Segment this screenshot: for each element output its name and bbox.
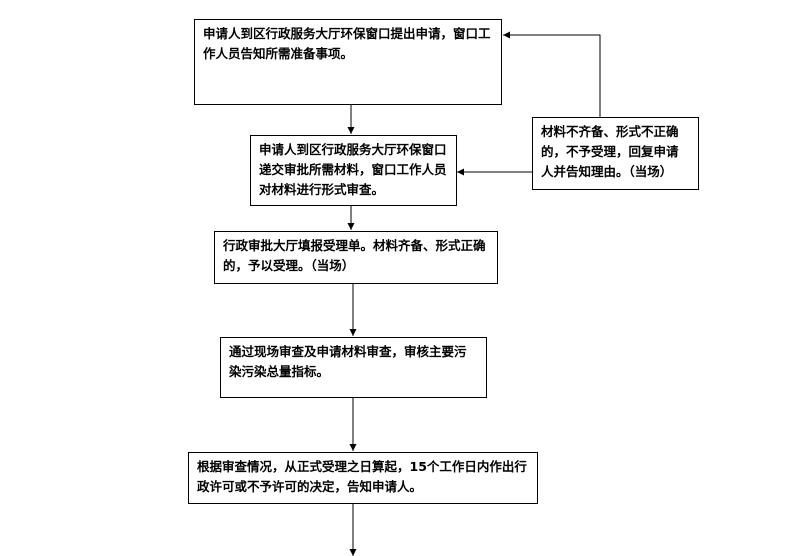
arrow-note-back-to-step1 — [503, 31, 601, 117]
flow-step-review: 通过现场审查及申请材料审查，审核主要污染污染总量指标。 — [220, 337, 487, 398]
flow-step-decision: 根据审查情况，从正式受理之日算起，15个工作日内作出行政许可或不予许可的决定，告… — [188, 452, 538, 504]
flow-step-apply: 申请人到区行政服务大厅环保窗口提出申请，窗口工作人员告知所需准备事项。 — [194, 19, 502, 105]
flow-step-accept: 行政审批大厅填报受理单。材料齐备、形式正确的，予以受理。（当场） — [214, 231, 498, 284]
flow-side-note-rejection: 材料不齐备、形式不正确的，不予受理，回复申请人并告知理由。（当场） — [532, 117, 699, 190]
flow-step-submit-materials: 申请人到区行政服务大厅环保窗口递交审批所需材料，窗口工作人员对材料进行形式审查。 — [250, 135, 457, 206]
